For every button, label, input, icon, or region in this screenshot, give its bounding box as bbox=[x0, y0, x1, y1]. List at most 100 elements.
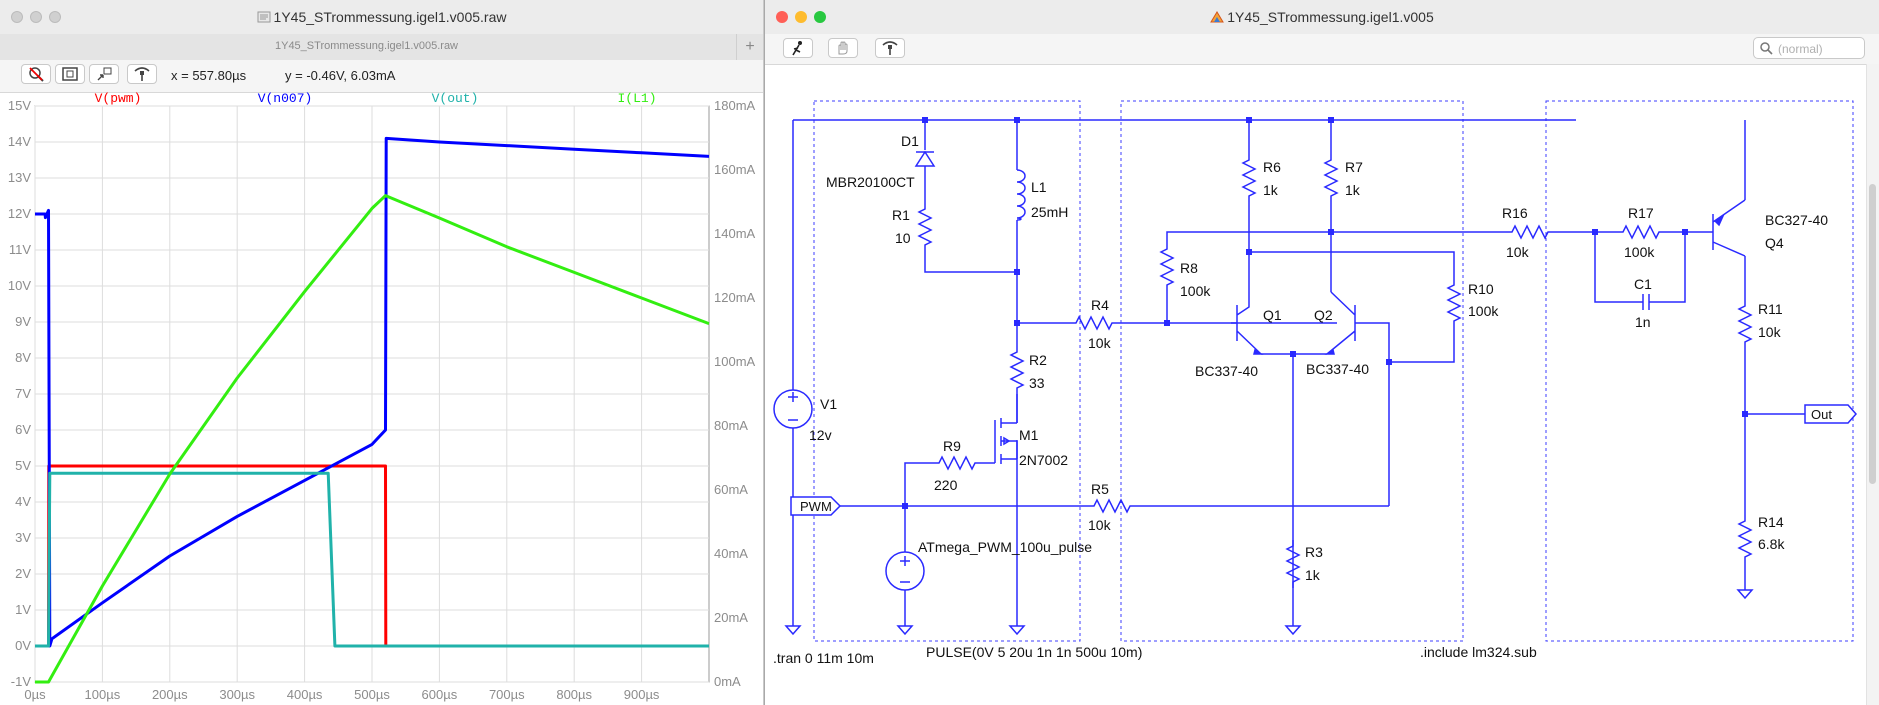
resistor-r16[interactable] bbox=[1505, 225, 1555, 239]
zoom-button[interactable] bbox=[814, 11, 826, 23]
resistor-r17[interactable] bbox=[1616, 225, 1666, 239]
left-tick-label: 10V bbox=[8, 278, 31, 293]
x-tick-label: 300µs bbox=[219, 687, 255, 702]
ground-symbols bbox=[785, 589, 1753, 635]
trace-v-n007[interactable] bbox=[35, 136, 710, 648]
resistor-r11[interactable] bbox=[1738, 299, 1752, 349]
trace-i-l1[interactable] bbox=[35, 194, 710, 684]
inductor-l1[interactable] bbox=[1016, 169, 1026, 221]
left-tick-label: 6V bbox=[15, 422, 31, 437]
x-tick-label: 400µs bbox=[287, 687, 323, 702]
probe-button[interactable] bbox=[127, 64, 157, 84]
scrollbar-thumb[interactable] bbox=[1869, 184, 1876, 484]
r8-label: R8 bbox=[1180, 260, 1198, 276]
pulse-source[interactable] bbox=[885, 551, 925, 591]
left-tick-label: 0V bbox=[15, 638, 31, 653]
r16-label: R16 bbox=[1502, 205, 1528, 221]
transistor-q2[interactable] bbox=[1324, 291, 1361, 355]
resistor-r5[interactable] bbox=[1087, 499, 1137, 513]
waveform-plot[interactable]: -1V0V1V2V3V4V5V6V7V8V9V10V11V12V13V14V15… bbox=[0, 0, 763, 705]
left-tick-label: 9V bbox=[15, 314, 31, 329]
close-button[interactable] bbox=[776, 11, 788, 23]
m1-value: 2N7002 bbox=[1019, 452, 1068, 468]
trace-v-out[interactable] bbox=[35, 471, 709, 648]
r5-value: 10k bbox=[1088, 517, 1112, 533]
r1-value: 10 bbox=[895, 230, 911, 246]
left-tick-label: 1V bbox=[15, 602, 31, 617]
cursor-x-readout: x = 557.80µs bbox=[171, 68, 247, 83]
junction-dots bbox=[902, 117, 1748, 509]
search-input[interactable]: (normal) bbox=[1753, 37, 1865, 59]
v1-label: V1 bbox=[820, 396, 837, 412]
resistor-r2[interactable] bbox=[1010, 345, 1024, 395]
r10-label: R10 bbox=[1468, 281, 1494, 297]
resistor-r10[interactable] bbox=[1447, 278, 1461, 328]
halt-button[interactable] bbox=[828, 38, 858, 58]
new-tab-button[interactable]: + bbox=[736, 34, 763, 60]
q4-label: Q4 bbox=[1765, 235, 1784, 251]
window-controls bbox=[11, 11, 61, 23]
tran-directive[interactable]: .tran 0 11m 10m bbox=[773, 650, 874, 666]
resistor-r6[interactable] bbox=[1242, 153, 1256, 203]
x-tick-label: 200µs bbox=[152, 687, 188, 702]
diode-d1[interactable] bbox=[914, 150, 936, 167]
capacitor-c1[interactable] bbox=[1639, 294, 1651, 310]
right-tick-label: 0mA bbox=[714, 674, 741, 689]
r17-label: R17 bbox=[1628, 205, 1654, 221]
schematic-canvas[interactable]: D1 MBR20100CT R1 10 L1 25mH R2 33 R4 10k… bbox=[765, 0, 1879, 705]
include-directive[interactable]: .include lm324.sub bbox=[1420, 644, 1537, 660]
transistor-q4[interactable] bbox=[1707, 199, 1746, 257]
zoom-button[interactable] bbox=[49, 11, 61, 23]
right-tick-label: 40mA bbox=[714, 546, 748, 561]
r6-label: R6 bbox=[1263, 159, 1281, 175]
cursor-y-readout: y = -0.46V, 6.03mA bbox=[285, 68, 396, 83]
tab-raw-file[interactable]: 1Y45_STrommessung.igel1.v005.raw bbox=[274, 40, 459, 52]
probe-icon bbox=[134, 67, 150, 81]
resistor-r8[interactable] bbox=[1160, 242, 1174, 292]
waveform-window: 1Y45_STrommessung.igel1.v005.raw 1Y45_ST… bbox=[0, 0, 763, 705]
r9-value: 220 bbox=[934, 477, 958, 493]
l1-label: L1 bbox=[1031, 179, 1047, 195]
legend-v-out[interactable]: V(out) bbox=[432, 91, 479, 106]
left-tick-label: 2V bbox=[15, 566, 31, 581]
right-tick-label: 140mA bbox=[714, 226, 756, 241]
r2-value: 33 bbox=[1029, 375, 1045, 391]
minimize-button[interactable] bbox=[30, 11, 42, 23]
resistor-r9[interactable] bbox=[932, 456, 982, 470]
legend-i-l1[interactable]: I(L1) bbox=[617, 91, 656, 106]
x-tick-label: 100µs bbox=[85, 687, 121, 702]
schematic-file-icon bbox=[1210, 11, 1225, 23]
r11-value: 10k bbox=[1758, 324, 1782, 340]
r3-label: R3 bbox=[1305, 544, 1323, 560]
resistor-r4[interactable] bbox=[1069, 316, 1119, 330]
autoscale-button[interactable] bbox=[89, 64, 119, 84]
voltage-source-v1[interactable] bbox=[773, 389, 813, 429]
right-tick-label: 20mA bbox=[714, 610, 748, 625]
clear-probe-button[interactable] bbox=[21, 64, 51, 84]
resistor-r7[interactable] bbox=[1324, 153, 1338, 203]
schematic-window-title: 1Y45_STrommessung.igel1.v005 bbox=[765, 9, 1879, 25]
mosfet-m1[interactable] bbox=[994, 394, 1018, 464]
legend-v-n007[interactable]: V(n007) bbox=[258, 91, 313, 106]
vertical-scrollbar[interactable] bbox=[1866, 64, 1879, 705]
resistor-r14[interactable] bbox=[1738, 514, 1752, 564]
r7-value: 1k bbox=[1345, 182, 1361, 198]
schematic-window: 1Y45_STrommessung.igel1.v005 (normal) bbox=[764, 0, 1879, 705]
run-button[interactable] bbox=[783, 38, 813, 58]
zoom-fit-button[interactable] bbox=[55, 64, 85, 84]
minimize-button[interactable] bbox=[795, 11, 807, 23]
transistor-q1[interactable] bbox=[1231, 292, 1264, 355]
pulse-directive[interactable]: PULSE(0V 5 20u 1n 1n 500u 10m) bbox=[926, 644, 1142, 660]
close-button[interactable] bbox=[11, 11, 23, 23]
r7-label: R7 bbox=[1345, 159, 1363, 175]
pwm-net-label: PWM bbox=[800, 499, 832, 514]
r8-value: 100k bbox=[1180, 283, 1211, 299]
schematic-window-title-text: 1Y45_STrommessung.igel1.v005 bbox=[1227, 9, 1434, 25]
legend-v-pwm[interactable]: V(pwm) bbox=[95, 91, 142, 106]
l1-value: 25mH bbox=[1031, 204, 1068, 220]
r16-value: 10k bbox=[1506, 244, 1530, 260]
schematic-probe-button[interactable] bbox=[875, 38, 905, 58]
resistor-r1[interactable] bbox=[918, 202, 932, 252]
schematic-wires bbox=[792, 119, 1805, 626]
pwm-net-flag bbox=[790, 496, 842, 516]
